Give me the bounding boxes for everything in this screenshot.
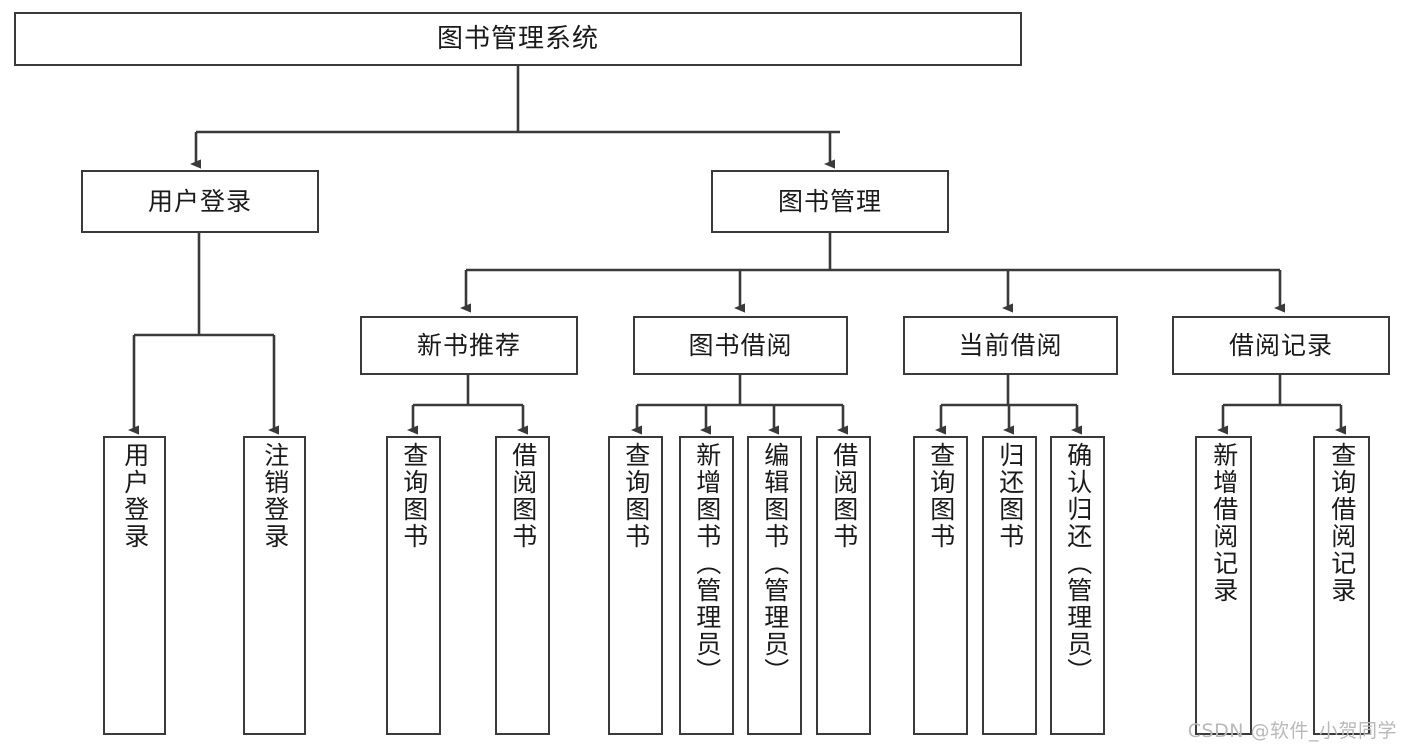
leaf-current-confirm-return-admin[interactable]: 确认归还（管理员） xyxy=(1050,436,1105,735)
node-book-borrow[interactable]: 图书借阅 xyxy=(633,316,848,375)
node-label: 图书借阅 xyxy=(688,330,793,360)
node-user-login[interactable]: 用户登录 xyxy=(81,170,319,233)
node-current-borrow[interactable]: 当前借阅 xyxy=(903,316,1118,375)
leaf-current-query-book[interactable]: 查询图书 xyxy=(913,436,968,735)
leaf-borrow-borrow-book[interactable]: 借阅图书 xyxy=(816,436,871,735)
leaf-record-add-record[interactable]: 新增借阅记录 xyxy=(1195,436,1252,735)
node-new-book-recommend[interactable]: 新书推荐 xyxy=(360,316,578,375)
leaf-user-login-login[interactable]: 用户登录 xyxy=(103,436,166,735)
node-label: 借阅图书 xyxy=(508,442,538,550)
node-label: 图书管理 xyxy=(777,186,882,216)
node-label: 查询图书 xyxy=(621,442,651,550)
node-label: 图书管理系统 xyxy=(436,23,599,54)
node-label: 注销登录 xyxy=(260,442,290,550)
node-label: 查询图书 xyxy=(399,442,429,550)
leaf-new-book-borrow[interactable]: 借阅图书 xyxy=(495,436,550,735)
node-label: 新书推荐 xyxy=(416,330,521,360)
node-system-root[interactable]: 图书管理系统 xyxy=(14,12,1022,66)
node-label: 归还图书 xyxy=(995,442,1025,550)
leaf-borrow-query-book[interactable]: 查询图书 xyxy=(608,436,663,735)
node-label: 借阅图书 xyxy=(829,442,859,550)
node-label: 当前借阅 xyxy=(958,330,1063,360)
node-label: 借阅记录 xyxy=(1228,330,1333,360)
leaf-new-book-query[interactable]: 查询图书 xyxy=(386,436,441,735)
csdn-watermark: CSDN @软件_小贺同学 xyxy=(1187,720,1397,742)
node-label: 确认归还（管理员） xyxy=(1063,442,1093,685)
leaf-borrow-add-book-admin[interactable]: 新增图书（管理员） xyxy=(679,436,734,735)
node-label: 新增借阅记录 xyxy=(1209,442,1239,604)
node-book-management[interactable]: 图书管理 xyxy=(711,170,949,233)
node-label: 查询图书 xyxy=(926,442,956,550)
leaf-borrow-edit-book-admin[interactable]: 编辑图书（管理员） xyxy=(747,436,802,735)
node-label: 查询借阅记录 xyxy=(1327,442,1357,604)
leaf-user-login-logout[interactable]: 注销登录 xyxy=(243,436,306,735)
node-borrow-record[interactable]: 借阅记录 xyxy=(1172,316,1390,375)
node-label: 新增图书（管理员） xyxy=(692,442,722,685)
leaf-current-return-book[interactable]: 归还图书 xyxy=(982,436,1037,735)
node-label: 用户登录 xyxy=(120,442,150,550)
node-label: 用户登录 xyxy=(147,186,252,216)
leaf-record-query-record[interactable]: 查询借阅记录 xyxy=(1313,436,1370,735)
node-label: 编辑图书（管理员） xyxy=(760,442,790,685)
